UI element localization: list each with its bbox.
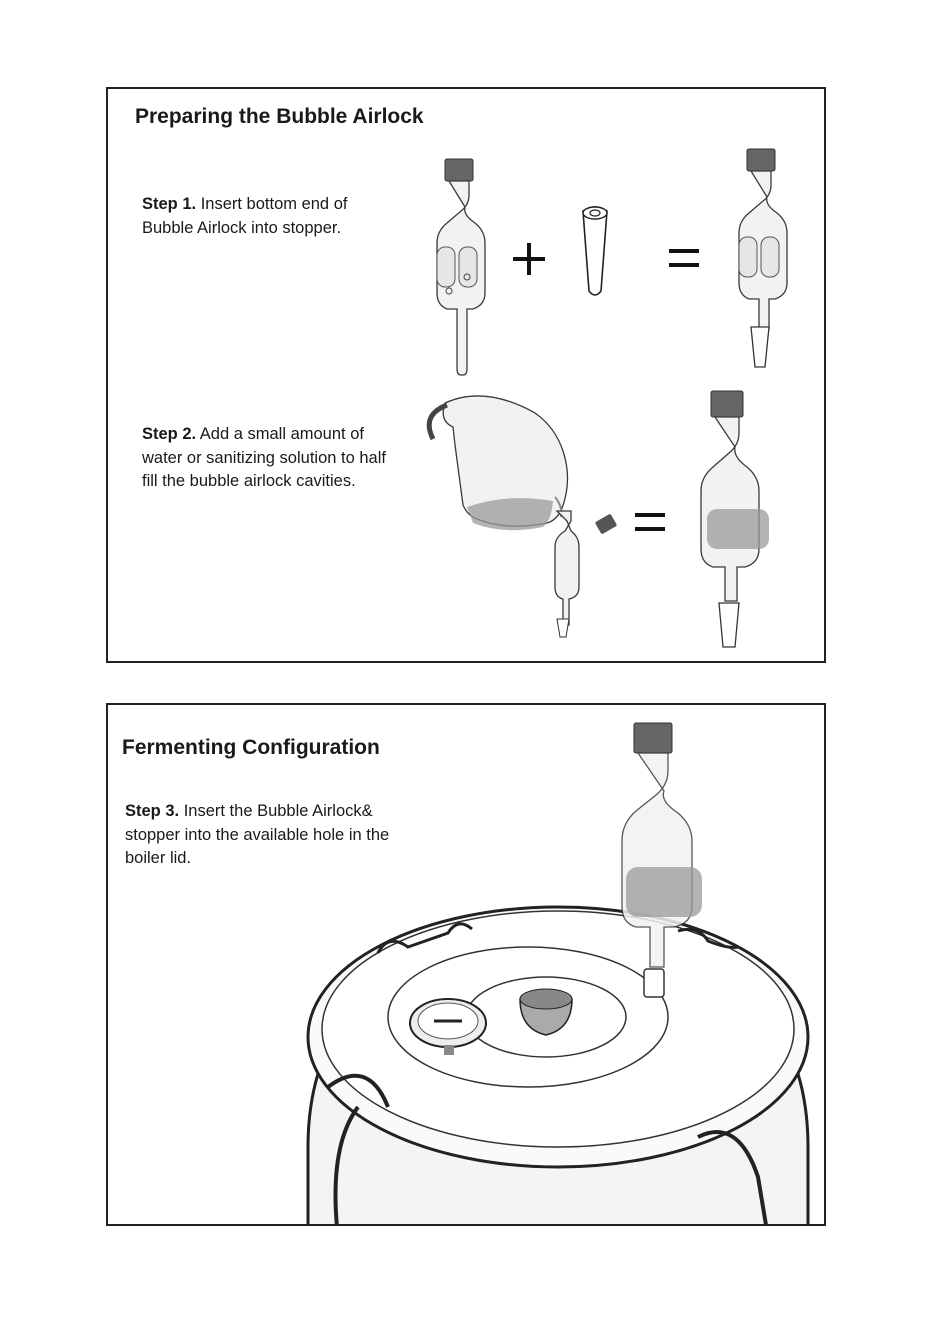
step1-label: Step 1. — [142, 195, 197, 213]
panel-fermenting-configuration: Fermenting Configuration Step 3. Insert … — [106, 703, 826, 1226]
step1-illustration — [436, 148, 788, 376]
step1-instruction: Step 1. Insert bottom end of Bubble Airl… — [142, 193, 402, 240]
step1-text: Insert bottom end of Bubble Airlock into… — [142, 195, 348, 237]
bubble-airlock-in-lid-icon — [621, 722, 702, 998]
panel1-title: Preparing the Bubble Airlock — [135, 105, 424, 128]
step2-illustration — [426, 390, 769, 648]
equals-icon-2 — [635, 513, 665, 531]
stopper-icon — [582, 206, 608, 296]
step2-instruction: Step 2. Add a small amount of water or s… — [142, 423, 404, 494]
measuring-jug-icon — [426, 395, 569, 531]
boiler-lid-icon — [306, 905, 810, 1224]
step2-label: Step 2. — [142, 425, 197, 443]
plus-icon — [513, 243, 545, 275]
step3-instruction: Step 3. Insert the Bubble Airlock& stopp… — [125, 800, 395, 871]
thermometer-icon — [409, 998, 487, 1055]
fermenting-illustration — [306, 722, 810, 1224]
small-bubble-airlock-icon — [554, 510, 580, 638]
equals-icon — [669, 249, 699, 267]
cap-icon — [595, 514, 617, 534]
filled-bubble-airlock-icon — [700, 390, 769, 648]
step3-label: Step 3. — [125, 802, 180, 820]
bubble-airlock-icon — [436, 158, 486, 376]
step3-text: Insert the Bubble Airlock& stopper into … — [125, 802, 390, 867]
step2-text: Add a small amount of water or sanitizin… — [142, 425, 386, 490]
bubble-airlock-with-stopper-icon — [738, 148, 788, 368]
panel-preparing-airlock: Preparing the Bubble Airlock Step 1. Ins… — [106, 87, 826, 663]
panel2-title: Fermenting Configuration — [122, 736, 380, 759]
